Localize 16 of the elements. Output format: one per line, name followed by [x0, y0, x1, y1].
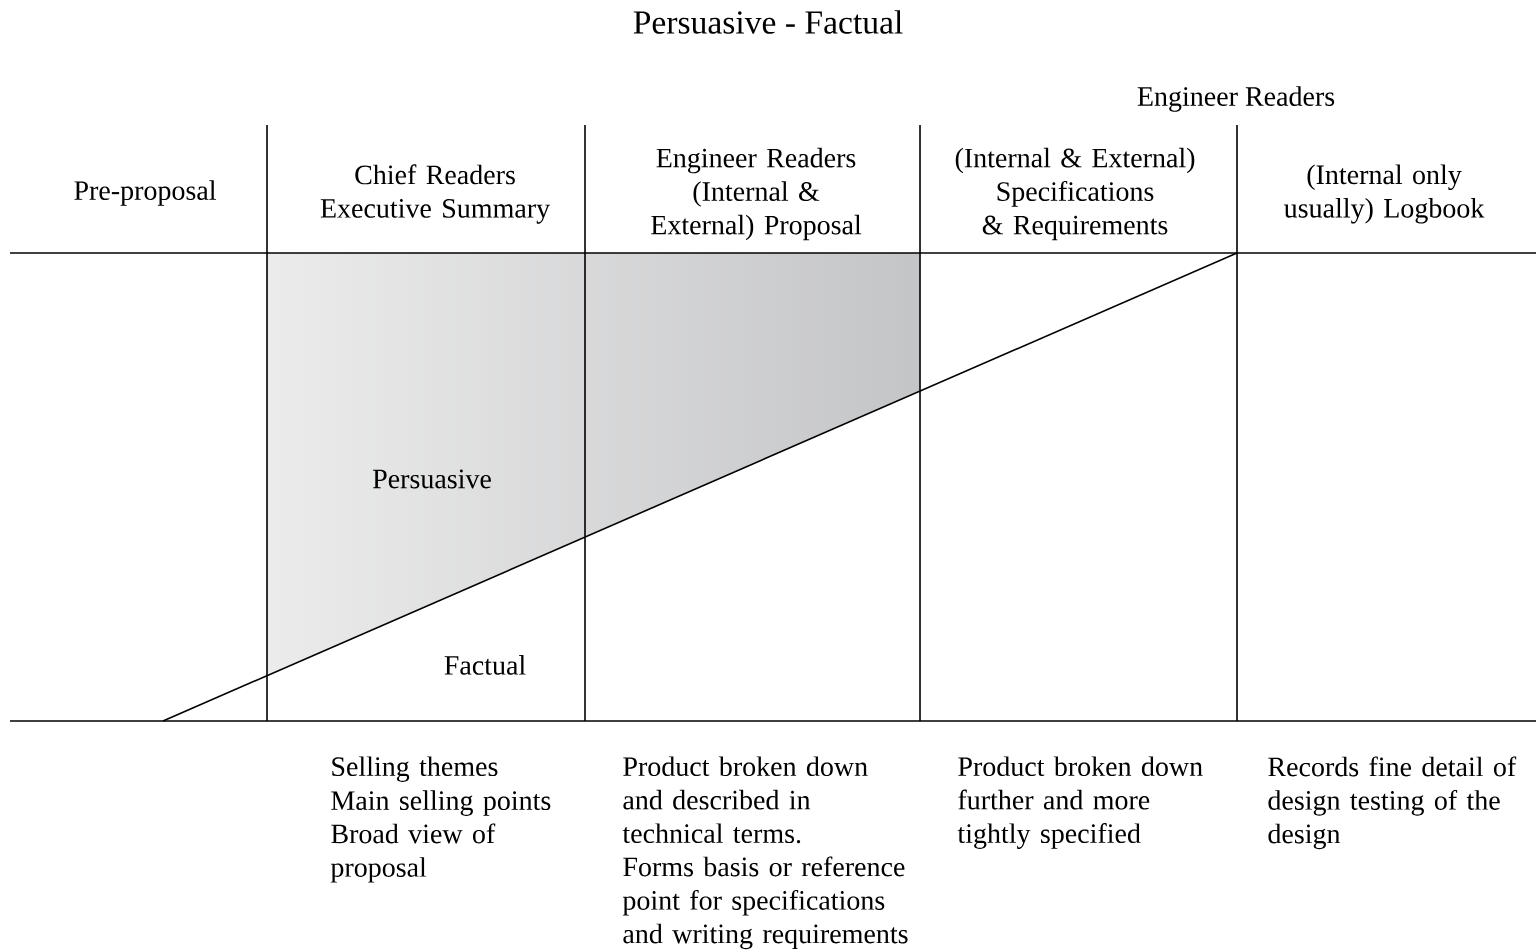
reader-label: Engineer Readers [1137, 86, 1335, 112]
description-text: Main selling points [331, 790, 551, 816]
description-text: Selling themes [332, 756, 498, 782]
description-text: Forms basis or reference point for specifications and writing requirements [622, 856, 908, 950]
column-header: Engineer Readers (Internal & External) Proposal [651, 147, 862, 241]
title: Persuasive - Factual [633, 10, 903, 34]
column-header: (Internal & External) Specifications & Requirements [955, 147, 1195, 241]
region-label: Factual [444, 655, 526, 675]
description-text: Broad view of proposal [330, 823, 496, 883]
description-text: Product broken down and described in technical terms. [622, 756, 868, 844]
column-header: Chief Readers Executive Summary [320, 164, 550, 224]
column-header: Pre-proposal [74, 180, 216, 206]
region-label: Persuasive [372, 469, 491, 489]
description-text: Records fine detail of design testing of the design [1268, 756, 1517, 850]
column-header: (Internal only usually) Logbook [1284, 164, 1485, 224]
description-text: Product broken down further and more tightly specified [957, 756, 1203, 849]
